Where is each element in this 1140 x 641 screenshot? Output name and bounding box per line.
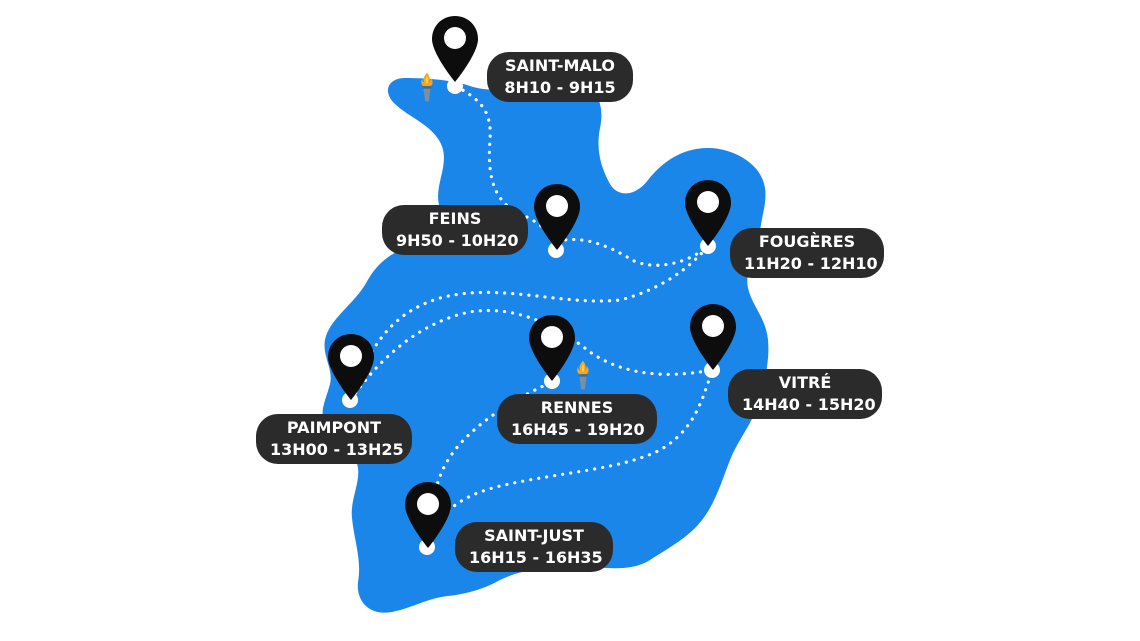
stop-time: 16H45 - 19H20 (511, 420, 645, 439)
route-path (350, 84, 715, 547)
stop-name: SAINT-MALO (505, 56, 615, 75)
pin-anchor-fougeres (700, 238, 716, 254)
stop-name: SAINT-JUST (484, 526, 584, 545)
map-pin-icon[interactable] (432, 16, 478, 82)
stop-time: 11H20 - 12H10 (744, 254, 878, 273)
stop-time: 16H15 - 16H35 (469, 548, 603, 567)
stop-label-paimpont: PAIMPONT 13H00 - 13H25 (256, 414, 412, 464)
stop-time: 9H50 - 10H20 (396, 231, 519, 250)
stop-name: FOUGÈRES (758, 232, 856, 251)
stop-time: 14H40 - 15H20 (742, 395, 876, 414)
pin-anchor-saint-malo (447, 78, 463, 94)
stop-label-saint-just: SAINT-JUST 16H15 - 16H35 (455, 522, 613, 572)
stop-label-feins: FEINS 9H50 - 10H20 (382, 205, 528, 255)
stop-name: VITRÉ (778, 373, 832, 392)
stop-label-saint-malo: SAINT-MALO 8H10 - 9H15 (487, 52, 633, 102)
stop-name: RENNES (540, 398, 614, 417)
stop-label-vitre: VITRÉ 14H40 - 15H20 (728, 369, 882, 419)
stop-time: 8H10 - 9H15 (504, 78, 616, 97)
stop-label-rennes: RENNES 16H45 - 19H20 (497, 394, 657, 444)
stop-label-fougeres: FOUGÈRES 11H20 - 12H10 (730, 228, 884, 278)
stop-time: 13H00 - 13H25 (270, 440, 404, 459)
pin-anchor-rennes (544, 373, 560, 389)
stop-name: PAIMPONT (286, 418, 382, 437)
stop-name: FEINS (428, 209, 482, 228)
